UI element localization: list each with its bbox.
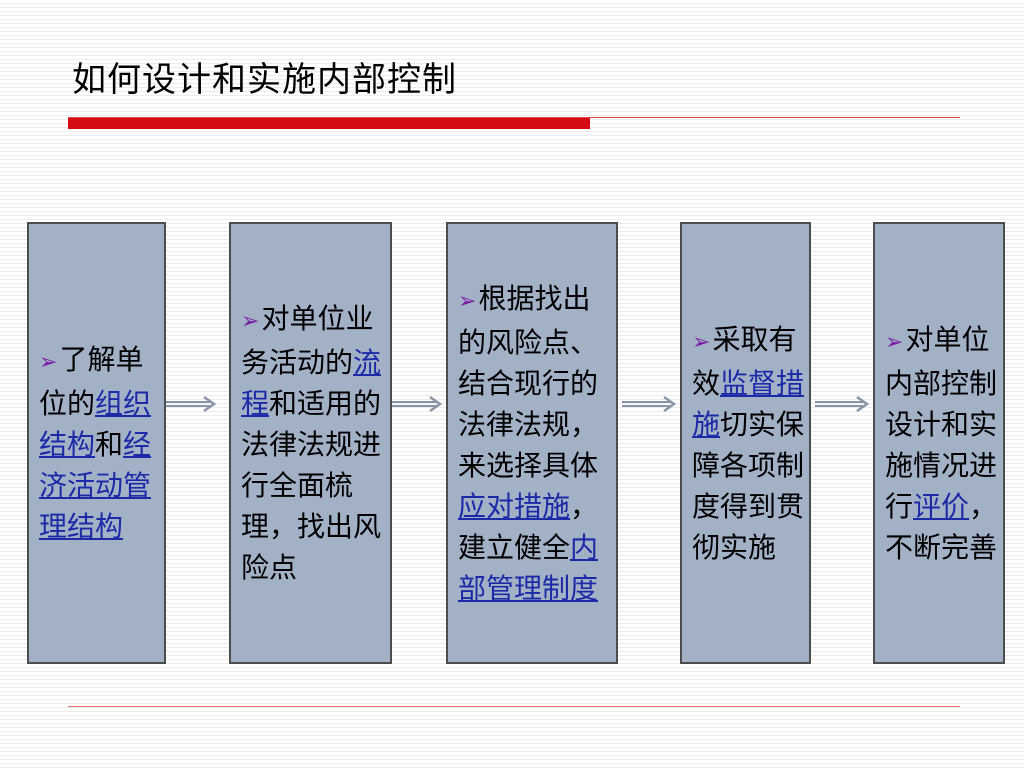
step-text-segment: 根据找出的风险点、结合现行的法律法规，来选择具体	[458, 281, 599, 482]
hyperlink-text[interactable]: 流程	[241, 346, 382, 420]
step-text-1: ➢了解单位的组织结构和经济活动管理结构	[29, 339, 164, 547]
hyperlink-text[interactable]: 监督措施	[692, 366, 805, 441]
hyperlink-text[interactable]: 组织结构	[39, 387, 152, 461]
right-arrow-icon	[392, 395, 443, 413]
step-box-5: ➢对单位内部控制设计和实施情况进行评价，不断完善	[873, 222, 1005, 664]
arrow-bullet-icon: ➢	[458, 288, 477, 314]
step-text-4: ➢采取有效监督措施切实保障各项制度得到贯彻实施	[682, 319, 809, 568]
step-text-segment: 对单位内部控制设计和实施情况进行	[885, 322, 998, 523]
title-divider-thin	[68, 117, 960, 118]
arrow-bullet-icon: ➢	[39, 350, 58, 375]
hyperlink-text[interactable]: 经济活动管理结构	[39, 428, 152, 543]
step-box-3: ➢根据找出的风险点、结合现行的法律法规，来选择具体应对措施，建立健全内部管理制度	[446, 222, 618, 664]
arrow-bullet-icon: ➢	[692, 329, 711, 355]
step-text-segment: ，不断完善	[885, 489, 998, 564]
step-text-segment: 和适用的法律法规进行全面梳理，找出风险点	[241, 387, 382, 584]
arrow-bullet-icon: ➢	[241, 309, 260, 334]
step-text-3: ➢根据找出的风险点、结合现行的法律法规，来选择具体应对措施，建立健全内部管理制度	[448, 278, 616, 609]
footer-divider	[68, 706, 960, 707]
step-box-4: ➢采取有效监督措施切实保障各项制度得到贯彻实施	[680, 222, 811, 664]
step-box-2: ➢对单位业务活动的流程和适用的法律法规进行全面梳理，找出风险点	[229, 222, 392, 664]
right-arrow-icon	[166, 395, 217, 413]
step-text-segment: ，建立健全	[458, 489, 599, 564]
title-divider-thick	[68, 118, 590, 129]
step-text-segment: 采取有效	[692, 322, 797, 400]
hyperlink-text[interactable]: 评价	[913, 489, 970, 523]
arrow-bullet-icon: ➢	[885, 329, 904, 355]
page-title: 如何设计和实施内部控制	[72, 60, 457, 100]
step-text-2: ➢对单位业务活动的流程和适用的法律法规进行全面梳理，找出风险点	[231, 298, 390, 588]
step-text-segment: 了解单位的	[39, 343, 144, 420]
right-arrow-icon	[815, 395, 870, 413]
step-text-segment: 切实保障各项制度得到贯彻实施	[692, 407, 805, 564]
step-box-1: ➢了解单位的组织结构和经济活动管理结构	[27, 222, 166, 664]
right-arrow-icon	[622, 395, 677, 413]
step-text-5: ➢对单位内部控制设计和实施情况进行评价，不断完善	[875, 319, 1003, 568]
hyperlink-text[interactable]: 内部管理制度	[458, 530, 599, 605]
hyperlink-text[interactable]: 应对措施	[458, 489, 571, 523]
step-text-segment: 和	[95, 428, 124, 461]
step-text-segment: 对单位业务活动的	[241, 302, 374, 379]
